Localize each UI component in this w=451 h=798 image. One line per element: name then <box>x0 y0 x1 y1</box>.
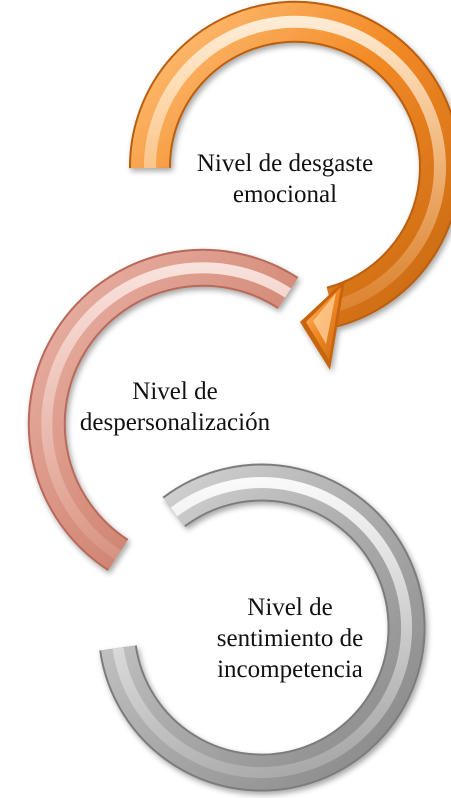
stage-1-ring <box>128 0 451 370</box>
stage-1-label-line: emocional <box>232 181 338 208</box>
stage-3-label-line: sentimiento de <box>216 625 364 652</box>
stage-1-label: Nivel de desgaste emocional <box>160 148 410 210</box>
stage-3-label-line: incompetencia <box>217 656 363 683</box>
stage-1-label-line: Nivel de desgaste <box>196 150 374 177</box>
stage-3-label-line: Nivel de <box>247 594 333 621</box>
stage-2-ring <box>27 248 299 571</box>
stage-3-ring <box>99 463 426 792</box>
stage-3-label: Nivel de sentimiento de incompetencia <box>185 592 395 685</box>
stage-2-label-line: Nivel de <box>132 378 218 405</box>
stage-2-label: Nivel de despersonalización <box>45 376 305 438</box>
stage-2-label-line: despersonalización <box>79 409 271 436</box>
